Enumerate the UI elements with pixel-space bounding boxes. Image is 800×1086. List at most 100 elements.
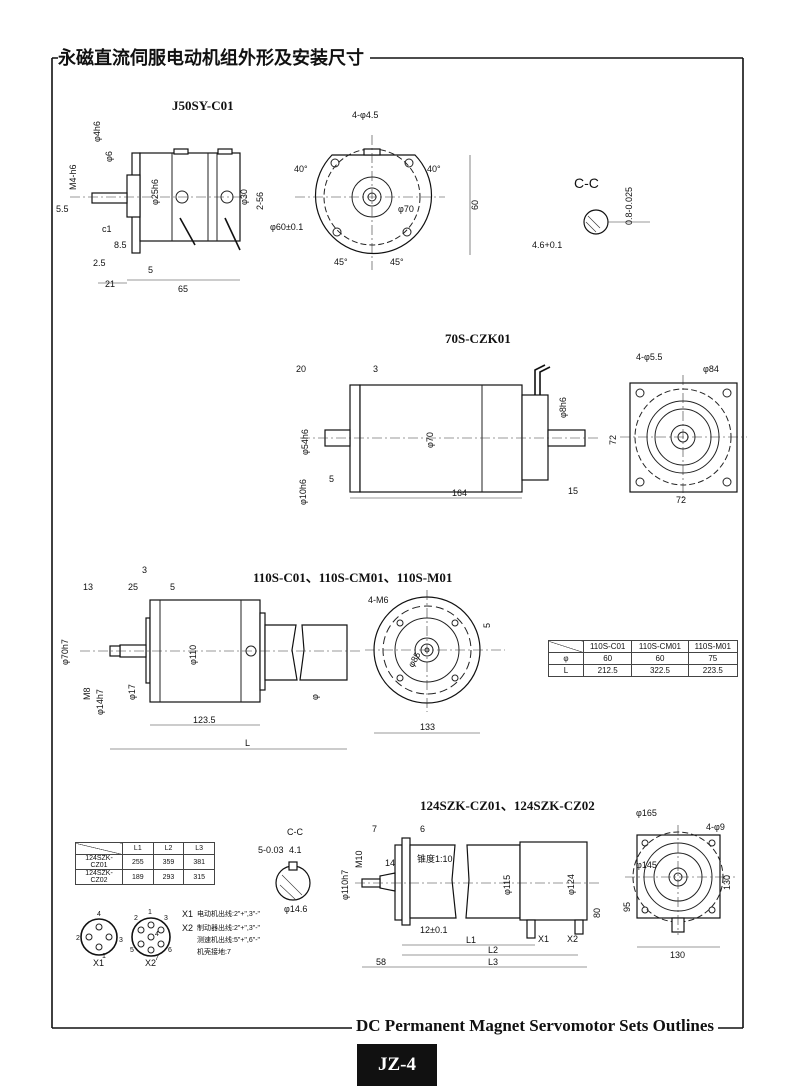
dim-label: φ145 [636,860,657,870]
dim-label: L3 [488,957,498,967]
table-cell: 60 [582,652,633,665]
s110-front-view: 4-M6 φ85 5 133 [365,590,505,734]
table-cell: 315 [183,869,215,885]
dim-label: X1 [538,934,549,944]
page-title: 永磁直流伺服电动机组外形及安装尺寸 [58,44,370,70]
dim-label: φ110 [188,645,198,665]
table-cell: 189 [122,869,154,885]
table-header-cell: 110S-C01 [582,640,633,653]
dim-label: φ70h7 [60,639,70,665]
dim-label: 5 [170,582,175,592]
pin-label: 1 [148,909,152,916]
dim-label: 5 [329,474,334,484]
dim-label: 7 [372,824,377,834]
table-row-label: φ [548,652,584,665]
table-header-row: L1 L2 L3 [75,842,215,855]
dim-label: φ54h6 [300,429,310,455]
dim-label: φ14h7 [95,689,105,715]
table-header-cell: 110S-M01 [687,640,739,653]
j50sy-section-cc: C-C 0.8-0.025 4.6+0.1 [532,175,650,250]
dim-label: 58 [376,957,386,967]
dim-label: φ10h6 [298,479,308,505]
pin-label: 4 [155,931,159,938]
dim-label: 15 [568,486,578,496]
legend-text: 制动器出线:2"+",3"-" [197,923,261,932]
s124-dimension-table: L1 L2 L3 124SZK-CZ01 255 359 381 124SZK-… [75,842,215,885]
dim-label: φ25h6 [150,179,160,205]
connector-x1: 1 2 3 4 X1 [76,911,123,968]
pin-label: 3 [164,915,168,922]
dim-label: 6 [420,824,425,834]
table-cell: 359 [152,854,185,870]
table-row: L 212.5 322.5 223.5 [548,664,739,677]
dim-label: 45° [334,257,348,267]
s110-side-view: 110S-C01、110S-CM01、110S-M01 3 13 25 5 φ7… [60,565,452,750]
s70-title: 70S-CZK01 [445,331,511,346]
dim-label: φ [310,694,320,700]
s70-front-view: 4-φ5.5 φ84 72 72 [608,352,747,505]
dim-label: L2 [488,945,498,955]
dim-label: φ70 [398,204,414,214]
dim-label: 5 [482,623,492,628]
dim-label: X2 [567,934,578,944]
dim-label: 45° [390,257,404,267]
dim-label: φ14.6 [284,904,307,914]
table-cell: 75 [687,652,739,665]
pin-label: 6 [168,947,172,954]
dim-label: 72 [608,435,618,445]
pin-label: 4 [97,911,101,918]
connector-label: X2 [145,958,156,968]
dim-label: 130 [670,950,685,960]
dim-label: 3 [142,565,147,575]
section-label: C-C [574,175,599,191]
pin-label: 2 [134,915,138,922]
dim-label: 133 [420,722,435,732]
dim-label: 2.5 [93,258,106,268]
j50sy-front-view: 4-φ4.5 40° 40° φ70 60 φ60±0.1 45° 45° [270,110,480,270]
table-row-label: 124SZK-CZ02 [75,869,123,885]
dim-label: 2-56 [255,192,265,210]
dim-label: 4-φ4.5 [352,110,378,120]
dim-label: φ17 [127,684,137,700]
s110-title: 110S-C01、110S-CM01、110S-M01 [253,570,452,585]
table-header-cell: 110S-CM01 [631,640,689,653]
s124-side-view: 124SZK-CZ01、124SZK-CZ02 7 6 M10 φ110h7 1… [340,798,602,968]
s124-front-view: φ165 4-φ9 φ145 95 130 130 [622,808,735,960]
j50sy-side-view: J50SY-C01 φ4h6 φ6 M4-h6 5.5 c1 φ25h6 φ30… [56,98,265,294]
dim-label: 130 [722,875,732,890]
j50sy-title: J50SY-C01 [172,98,234,113]
dim-label: 4.6+0.1 [532,240,562,250]
pin-label: 5 [130,947,134,954]
s124-title: 124SZK-CZ01、124SZK-CZ02 [420,798,595,813]
pin-label: 2 [76,935,80,942]
dim-label: φ30 [239,189,249,205]
english-title: DC Permanent Magnet Servomotor Sets Outl… [352,1016,719,1036]
dim-label: 3 [373,364,378,374]
s124-section-cc: C-C 5-0.03 4.1 φ14.6 [258,827,311,914]
connector-x2: 1 2 3 4 5 6 7 X2 [130,909,172,968]
table-header-row: 110S-C01 110S-CM01 110S-M01 [548,640,739,653]
table-cell: 322.5 [631,664,689,677]
table-corner-cell [548,640,584,653]
dim-label: 14 [385,858,395,868]
dim-label: 95 [622,902,632,912]
dim-label: 4-φ5.5 [636,352,662,362]
dim-label: 13 [83,582,93,592]
dim-label: M4-h6 [68,164,78,190]
dim-label: 5 [148,265,153,275]
dim-label: M10 [354,850,364,868]
legend-text: 机壳接地:7 [197,947,231,956]
legend-key: X1 [182,909,193,919]
table-row: 124SZK-CZ01 255 359 381 [75,854,215,870]
legend-text: 电动机出线:2"+",3"-" [197,909,261,918]
table-cell: 223.5 [687,664,739,677]
table-header-cell: L2 [152,842,185,855]
dim-label: L [245,738,250,748]
table-row: 124SZK-CZ02 189 293 315 [75,869,215,885]
legend-key: X2 [182,923,193,933]
dim-label: φ115 [502,875,512,895]
dim-label: 40° [294,164,308,174]
table-header-cell: L1 [122,842,154,855]
connector-legend: X1 电动机出线:2"+",3"-" X2 制动器出线:2"+",3"-" 测速… [182,909,261,956]
dim-label: 60 [470,200,480,210]
